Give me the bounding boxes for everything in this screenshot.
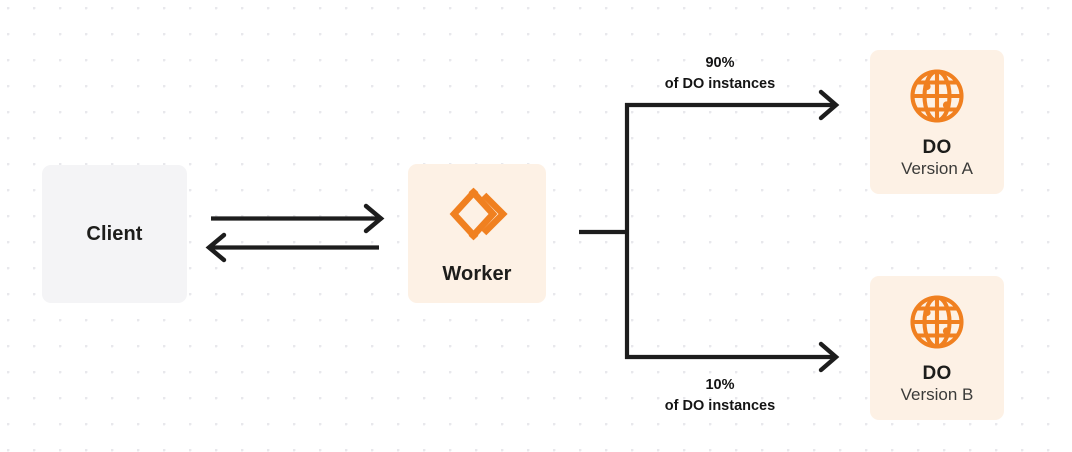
edge-label-branch-a-percent: 90%	[705, 55, 735, 71]
node-worker: Worker	[408, 164, 546, 303]
globe-icon	[908, 67, 966, 125]
edge-worker-branch-stub	[579, 103, 630, 359]
globe-icon	[908, 293, 966, 351]
edge-label-branch-b: 10% of DO instances	[595, 375, 845, 417]
node-do-version-b: DO Version B	[870, 276, 1004, 420]
node-do-b-subtitle: Version B	[900, 385, 974, 405]
edge-label-branch-a: 90% of DO instances	[595, 53, 845, 95]
edge-worker-to-client	[205, 232, 379, 263]
node-do-b-title: DO	[922, 362, 952, 384]
edge-label-branch-b-percent: 10%	[705, 377, 735, 393]
cloudflare-workers-icon	[446, 183, 508, 245]
edge-branch-to-do-a	[625, 89, 840, 121]
node-do-a-title: DO	[922, 136, 952, 158]
edge-branch-to-do-b	[625, 341, 840, 373]
edge-label-branch-a-caption: of DO instances	[664, 76, 776, 93]
edge-label-branch-b-caption: of DO instances	[664, 398, 776, 415]
node-client: Client	[42, 165, 187, 303]
node-worker-title: Worker	[442, 263, 512, 285]
node-do-a-subtitle: Version A	[901, 159, 973, 179]
node-do-version-a: DO Version A	[870, 50, 1004, 194]
node-client-title: Client	[86, 222, 143, 245]
edge-client-to-worker	[211, 203, 385, 234]
